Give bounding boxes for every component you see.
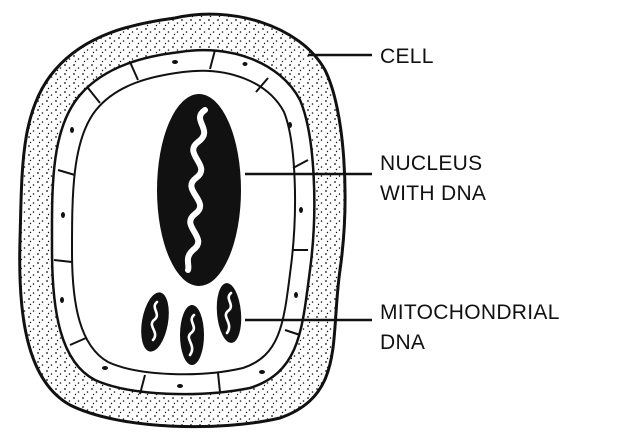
nucleus-label-line2: WITH DNA (380, 182, 486, 205)
nucleus-label-line1: NUCLEUS (380, 152, 482, 175)
cell-label: CELL (380, 45, 434, 68)
mitochondria-label-line1: MITOCHONDRIAL (380, 301, 560, 324)
mitochondrion-2 (180, 305, 204, 365)
mitochondria-label-line2: DNA (380, 331, 425, 354)
